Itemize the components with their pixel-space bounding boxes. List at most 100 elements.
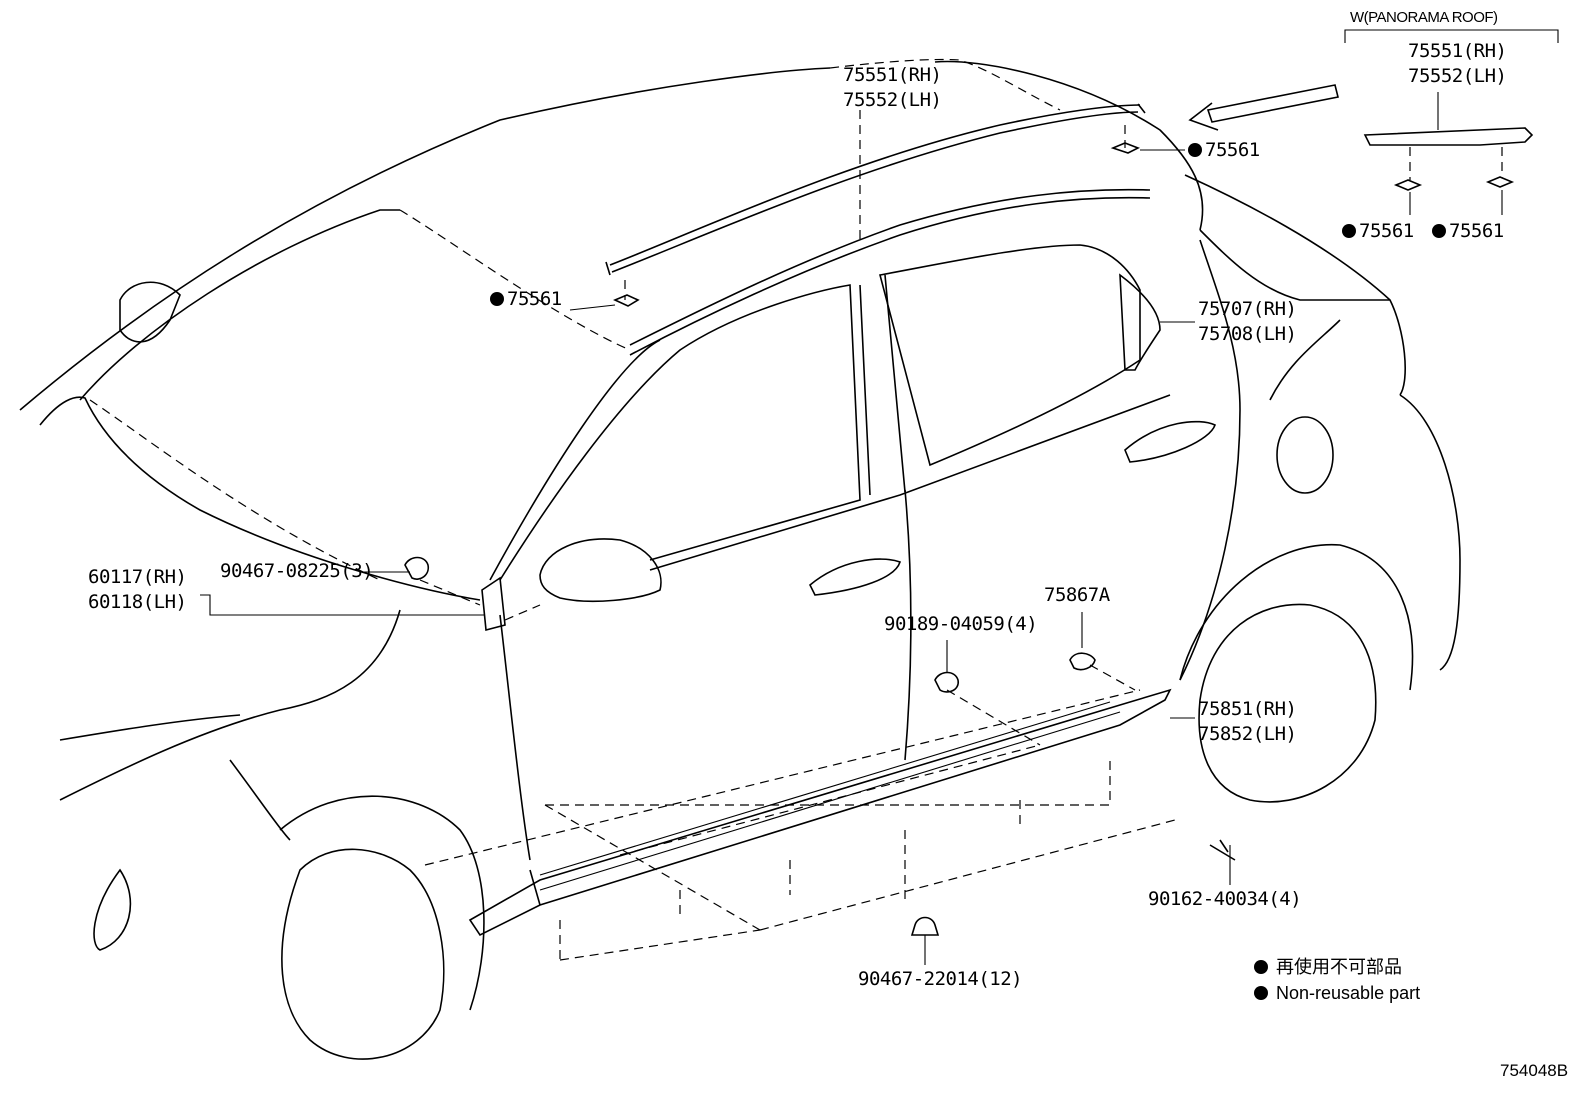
rear-quarter: [1399, 394, 1461, 671]
clip-grid-ticks: [679, 800, 1021, 920]
rocker-lh-label: 75852(LH): [1198, 723, 1297, 745]
clip-grid-c: [759, 819, 1176, 931]
rear-window: [879, 244, 1141, 467]
legend-japanese: 再使用不可部品: [1254, 958, 1402, 976]
pano-rail-shape: [1363, 127, 1534, 146]
front-fender: [59, 609, 401, 801]
fog-lamp: [93, 868, 132, 951]
roof-rail-bottom: [611, 111, 1139, 273]
clip-grid-mid: [619, 744, 1041, 856]
exterior-mirror: [539, 538, 662, 603]
roof-dash: [829, 58, 1061, 111]
pano-rail-rh-label: 75551(RH): [1408, 40, 1507, 62]
front-bumper-line: [229, 759, 291, 841]
quarter-lh-label: 75708(LH): [1198, 323, 1297, 345]
windshield-dash: [399, 209, 631, 351]
rocker-moulding: [468, 688, 1172, 937]
panorama-variant-label: W(PANORAMA ROOF): [1350, 9, 1498, 26]
clip-75561-pano-a-label: 75561: [1342, 222, 1414, 241]
front-window: [499, 284, 861, 581]
quarter-glass-part: [1119, 273, 1161, 371]
arrow-head: [1188, 102, 1219, 131]
door-split: [904, 489, 912, 761]
clip-75561-pano-b-label: 75561: [1432, 222, 1504, 241]
spoiler: [1199, 229, 1390, 301]
hood-line: [39, 396, 481, 601]
leader-rocker-pad-dash: [1089, 664, 1136, 691]
non-reusable-dot-icon: [1188, 143, 1202, 157]
rear-hatch: [1184, 174, 1406, 396]
rocker-clip-shape: [934, 671, 959, 693]
hood-dash: [89, 399, 381, 581]
rocker-line1: [539, 711, 1121, 891]
windshield-top: [79, 209, 400, 401]
front-wheel: [281, 848, 445, 1060]
hatch-edge: [1269, 319, 1341, 401]
fuel-door: [1276, 416, 1334, 494]
leader-mirror-clip-dash: [419, 579, 481, 606]
pano-clip-b-shape: [1485, 176, 1515, 188]
mirror-lh-label: 60118(LH): [88, 591, 187, 613]
pano-clip-a-shape: [1393, 179, 1423, 191]
pano-rail-lh-label: 75552(LH): [1408, 65, 1507, 87]
rocker-clip-a-label: 90189-04059(4): [884, 613, 1038, 635]
clip-grid-top: [424, 689, 1141, 866]
mirror-rh-label: 60117(RH): [88, 566, 187, 588]
roof-side-line: [629, 188, 1151, 346]
mirror-clip-label: 90467-08225(3): [220, 560, 374, 582]
legend-english: Non-reusable part: [1254, 984, 1420, 1002]
non-reusable-dot-icon: [1254, 960, 1268, 974]
screw-shape: [1209, 839, 1236, 861]
roof-rail-rh-label: 75551(RH): [843, 64, 942, 86]
fender-crease: [59, 714, 241, 741]
clip-grid-d: [559, 929, 761, 961]
leader-mirror-dash: [504, 604, 541, 621]
rear-handle: [1124, 420, 1216, 463]
clip-75561-top-shape: [1110, 142, 1140, 154]
rocker-pad-shape: [1069, 652, 1096, 671]
clip-grid-b: [544, 804, 761, 931]
rocker-rh-label: 75851(RH): [1198, 698, 1297, 720]
roof-front-line: [19, 67, 831, 411]
rear-door-edge: [1179, 239, 1241, 681]
rear-wheel-arch: [1179, 544, 1414, 691]
roof-rail-lh-label: 75552(LH): [843, 89, 942, 111]
rear-wheel: [1198, 603, 1377, 803]
mirror-clip-shape: [404, 556, 430, 580]
bottom-clip-shape: [910, 916, 940, 936]
a-pillar: [489, 339, 661, 581]
leader-clip-left-h: [569, 304, 616, 311]
non-reusable-dot-icon: [1342, 224, 1356, 238]
pano-bracket: [1344, 29, 1559, 43]
roof-rail-top: [609, 104, 1141, 266]
side-mirror-interior: [119, 281, 181, 343]
non-reusable-dot-icon: [1432, 224, 1446, 238]
bottom-clip-label: 90467-22014(12): [858, 968, 1023, 990]
b-pillar: [859, 274, 906, 496]
mirror-base: [481, 576, 506, 632]
leader-rocker-clip-a-dash: [946, 689, 1041, 746]
leader-mirror: [200, 594, 485, 616]
roof-rear-outline: [934, 60, 1204, 231]
figure-code: 754048B: [1500, 1061, 1569, 1080]
non-reusable-dot-icon: [490, 292, 504, 306]
non-reusable-dot-icon: [1254, 986, 1268, 1000]
rocker-line2: [539, 701, 1111, 876]
clip-grid-a: [545, 760, 1111, 806]
clip-75561-left-shape: [613, 294, 640, 307]
arrow-shaft: [1206, 84, 1339, 123]
front-door-edge: [499, 614, 531, 861]
pano-clip-leaders: [1409, 190, 1503, 215]
front-wheel-arch: [279, 795, 485, 1011]
beltline: [649, 394, 1171, 571]
rocker-pad-label: 75867A: [1044, 584, 1110, 606]
roof-side-line2: [629, 196, 1151, 356]
roof-rail-end2: [1137, 103, 1146, 114]
front-handle: [809, 558, 901, 596]
rocker-front-end: [529, 869, 541, 906]
clip-75561-top-label: 75561: [1188, 141, 1260, 160]
screw-label: 90162-40034(4): [1148, 888, 1302, 910]
quarter-rh-label: 75707(RH): [1198, 298, 1297, 320]
